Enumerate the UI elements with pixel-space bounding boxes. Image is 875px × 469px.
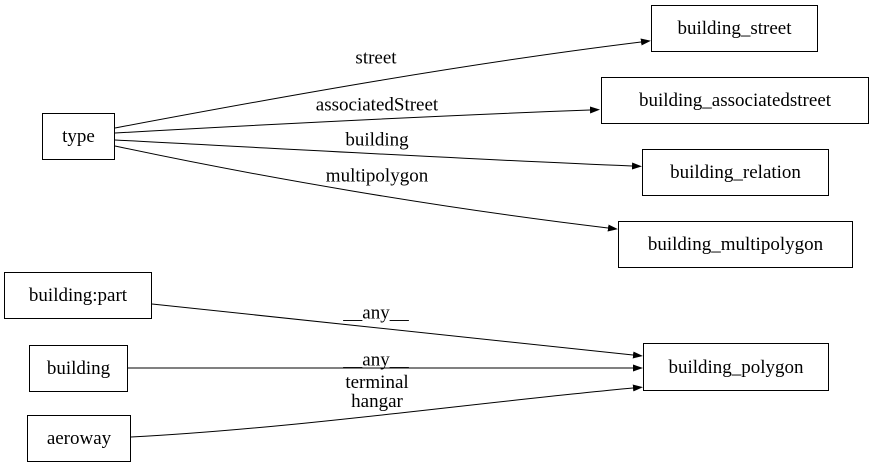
edge-building-part-to-building-polygon: [151, 303, 643, 359]
edge-type-to-building-relation: [114, 139, 642, 170]
edge-type-to-building-multipolygon: [114, 145, 618, 232]
edge-group: [114, 38, 651, 438]
edge-type-to-building-street: [114, 38, 651, 129]
edge-aeroway-to-building-polygon: [130, 384, 643, 438]
edge-type-to-building-associatedstreet: [114, 106, 600, 134]
